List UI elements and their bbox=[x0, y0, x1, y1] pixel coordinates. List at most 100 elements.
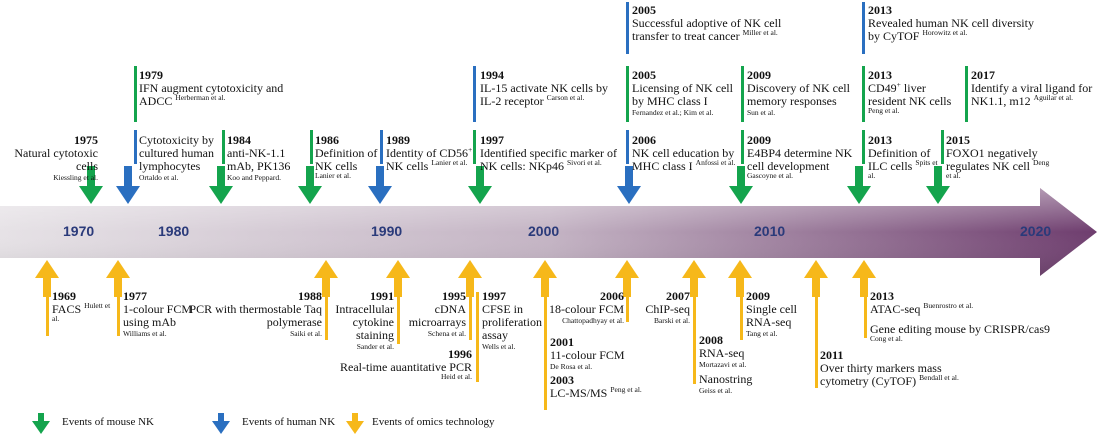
event-bar-green bbox=[741, 66, 744, 122]
event-year: 1997 bbox=[482, 289, 506, 303]
event-citation: Schena et al. bbox=[427, 329, 466, 338]
event-text: FOXO1 negatively regulates NK cell bbox=[946, 146, 1038, 173]
event-bar-green bbox=[626, 66, 629, 122]
event-2001: 2001 11-colour FCM De Rosa et al. bbox=[550, 336, 650, 372]
event-bar-yellow bbox=[864, 292, 867, 338]
event-1994: 1994 IL-15 activate NK cells by IL-2 rec… bbox=[480, 69, 620, 108]
marker-1969-omics bbox=[35, 260, 59, 297]
event-text: LC-MS/MS bbox=[550, 386, 608, 400]
event-text: Cytotoxicity by cultured human lymphocyt… bbox=[139, 133, 214, 173]
event-text: Discovery of NK cell memory responses bbox=[747, 81, 850, 108]
legend-omics-label: Events of omics technology bbox=[372, 416, 495, 428]
event-citation: Bendall et al. bbox=[919, 373, 959, 382]
event-year: 1997 bbox=[480, 133, 504, 147]
event-bar-blue bbox=[862, 2, 865, 54]
event-citation: Koo and Peppard. bbox=[227, 173, 281, 182]
event-citation: Gascoyne et al. bbox=[747, 171, 794, 180]
event-text: Licensing of NK cell by MHC class I bbox=[632, 81, 733, 108]
marker-1984-mouse bbox=[209, 166, 233, 204]
marker-2008-omics bbox=[682, 260, 706, 297]
event-citation: Ortaldo et al. bbox=[139, 173, 179, 182]
event-1984: 1984 anti-NK-1.1 mAb, PK136 Koo and Pepp… bbox=[227, 133, 307, 183]
event-2007: 2007 ChIP-seq Barski et al. bbox=[632, 290, 690, 326]
event-year: 1979 bbox=[139, 68, 163, 82]
event-text: ChIP-seq bbox=[645, 302, 690, 316]
event-bar-blue bbox=[134, 130, 137, 164]
event-text: CD49 bbox=[868, 81, 897, 95]
event-bar-yellow bbox=[397, 292, 400, 344]
decade-label-1970: 1970 bbox=[63, 223, 95, 239]
event-citation: Heid et al. bbox=[440, 372, 472, 381]
event-citation: Carson et al. bbox=[546, 93, 585, 102]
event-text: Definition of ILC cells bbox=[868, 146, 931, 173]
event-2009-scrnaseq: 2009 Single cell RNA-seq Tang et al. bbox=[746, 289, 804, 339]
event-2013-crispr: Gene editing mouse by CRISPR/cas9 Cong e… bbox=[870, 323, 1050, 349]
event-citation: Mortazavi et al. bbox=[699, 360, 747, 369]
event-bar-yellow bbox=[693, 292, 696, 384]
event-1977: 1977 1-colour FCM using mAb Williams et … bbox=[123, 289, 201, 339]
event-2008-nanostring: Nanostring Geiss et al. bbox=[699, 373, 761, 396]
event-bar-green bbox=[134, 66, 137, 122]
decade-label-1990: 1990 bbox=[371, 223, 403, 239]
event-text: Single cell RNA-seq bbox=[746, 302, 797, 329]
event-citation: Lanier et al. bbox=[431, 158, 468, 167]
event-text: cDNA microarrays bbox=[408, 302, 466, 329]
decade-label-2020: 2020 bbox=[1020, 223, 1052, 239]
event-text: 11-colour FCM bbox=[550, 348, 625, 362]
event-year: 2013 bbox=[868, 3, 892, 17]
event-citation: Geiss et al. bbox=[699, 386, 733, 395]
event-year: 2005 bbox=[632, 68, 656, 82]
event-year: 1977 bbox=[123, 289, 147, 303]
event-text-continued: liver resident NK cells bbox=[868, 81, 952, 108]
marker-1977-omics bbox=[106, 260, 130, 297]
event-1995: 1995 cDNA microarrays Schena et al. bbox=[404, 290, 466, 339]
event-text: IL-15 activate NK cells by IL-2 receptor bbox=[480, 81, 608, 108]
event-text: Intracellular cytokine staining bbox=[335, 302, 394, 342]
event-citation: Wells et al. bbox=[482, 342, 516, 351]
marker-2006-omics bbox=[615, 260, 639, 297]
legend-human-arrow bbox=[212, 413, 230, 434]
event-bar-green bbox=[222, 130, 225, 164]
event-year: 2006 bbox=[600, 289, 624, 303]
event-text: Definition of NK cells bbox=[315, 146, 378, 173]
event-citation: Sun et al. bbox=[747, 108, 776, 117]
event-year: 2009 bbox=[746, 289, 770, 303]
event-citation: Sivori et al. bbox=[567, 158, 602, 167]
event-1991: 1991 Intracellular cytokine staining San… bbox=[326, 290, 394, 352]
event-text: Identify a viral ligand for NK1.1, m12 bbox=[971, 81, 1093, 108]
legend-omics-arrow bbox=[346, 413, 364, 434]
event-2003: 2003 LC-MS/MS Peng et al. bbox=[550, 374, 650, 400]
event-year: 2017 bbox=[971, 68, 995, 82]
event-2005-licensing: 2005 Licensing of NK cell by MHC class I… bbox=[632, 68, 736, 118]
event-2015: 2015 FOXO1 negatively regulates NK cell … bbox=[946, 134, 1056, 186]
event-citation: Barski et al. bbox=[653, 316, 690, 325]
event-year: 1975 bbox=[74, 133, 98, 147]
event-citation: Lanier et al. bbox=[315, 171, 352, 180]
event-2017: 2017 Identify a viral ligand for NK1.1, … bbox=[971, 69, 1096, 108]
event-bar-yellow bbox=[740, 292, 743, 340]
event-text: Identified specific marker of NK cells: … bbox=[480, 146, 617, 173]
timeline-arrow bbox=[0, 188, 1097, 276]
event-bar-green bbox=[862, 66, 865, 122]
event-bar-yellow bbox=[469, 292, 472, 340]
marker-1988-omics bbox=[314, 260, 338, 297]
marker-1991-omics bbox=[386, 260, 410, 297]
event-text: Gene editing mouse by CRISPR/cas9 bbox=[870, 322, 1050, 336]
event-bar-yellow bbox=[117, 292, 120, 336]
event-year: 1988 bbox=[298, 289, 322, 303]
event-1975: 1975 Natural cytotoxic cells Kiessling e… bbox=[4, 133, 98, 183]
event-year: 1986 bbox=[315, 133, 339, 147]
event-citation: Anfossi et al. bbox=[695, 158, 736, 167]
event-year: 1984 bbox=[227, 133, 251, 147]
event-citation: De Rosa et al. bbox=[550, 362, 593, 371]
event-text: Natural cytotoxic cells bbox=[14, 146, 98, 173]
event-1996: 1996 Real-time auantitative PCR Heid et … bbox=[340, 348, 472, 387]
event-citation: Herberman et al. bbox=[175, 93, 226, 102]
event-year: 2015 bbox=[946, 133, 970, 147]
event-1997-cfse: 1997 CFSE in proliferation assay Wells e… bbox=[482, 289, 552, 352]
event-bar-blue bbox=[473, 66, 476, 122]
event-text: Identity of CD56 bbox=[386, 146, 468, 160]
legend-human-label: Events of human NK bbox=[242, 416, 336, 428]
event-text: Real-time auantitative PCR bbox=[340, 360, 472, 374]
event-bar-green bbox=[941, 130, 944, 164]
